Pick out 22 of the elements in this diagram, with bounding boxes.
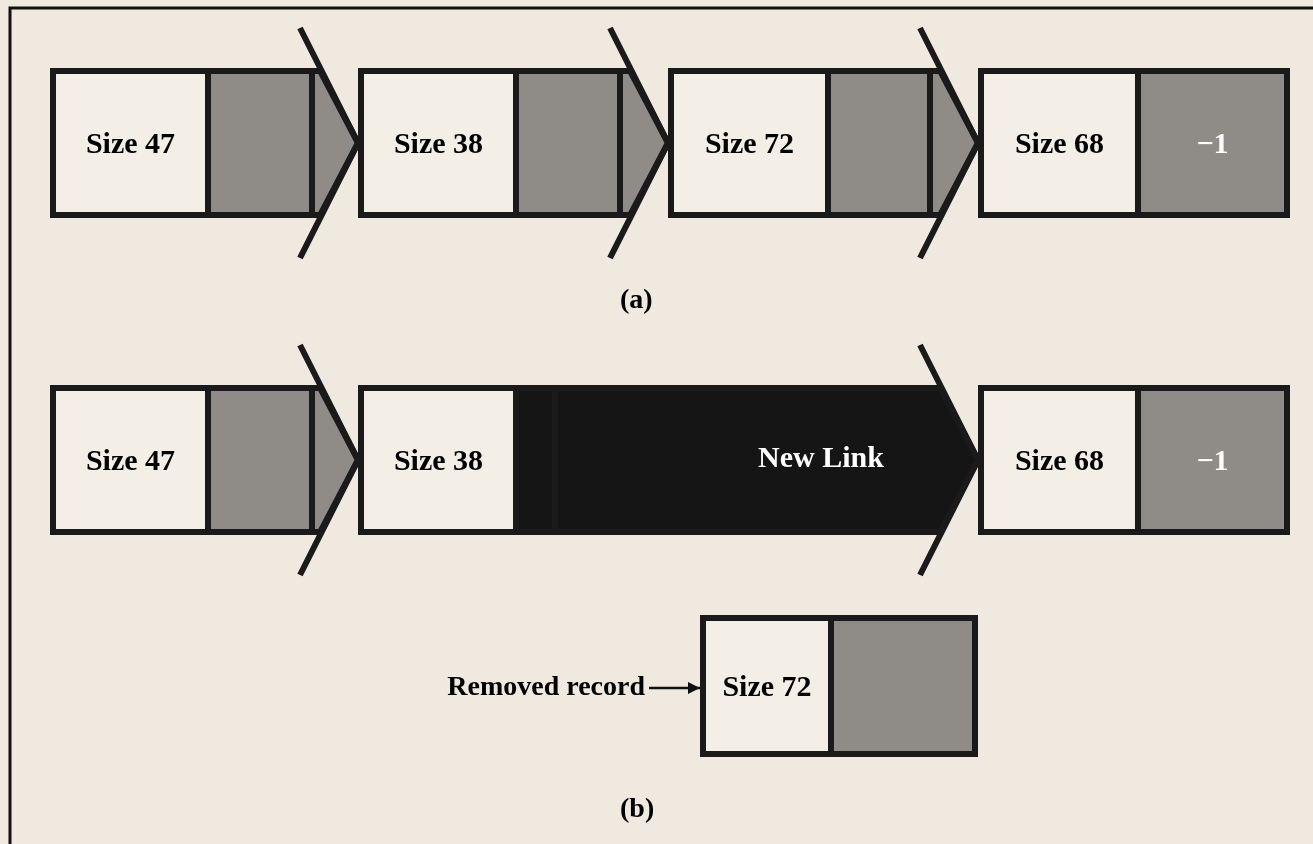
size-label: Size 38 (393, 125, 484, 162)
record-box (50, 68, 315, 218)
size-label: Size 68 (1014, 125, 1105, 162)
record-box (50, 385, 315, 535)
edge-label: New Link (758, 440, 884, 474)
record-box (978, 385, 1290, 535)
size-label: Size 38 (393, 442, 484, 479)
size-label: Size 47 (85, 442, 176, 479)
record-box (978, 68, 1290, 218)
record-box (700, 615, 978, 757)
size-label: Size 72 (704, 125, 795, 162)
record-box (668, 68, 933, 218)
record-box (358, 68, 623, 218)
pointer-value: −1 (1196, 125, 1229, 162)
panel-label: (a) (620, 283, 653, 315)
size-label: Size 72 (722, 668, 812, 705)
caption-text: Removed record (445, 670, 645, 706)
panel-label: (b) (620, 792, 655, 824)
record-box (358, 385, 558, 535)
size-label: Size 68 (1014, 442, 1105, 479)
size-label: Size 47 (85, 125, 176, 162)
pointer-value: −1 (1196, 442, 1229, 479)
